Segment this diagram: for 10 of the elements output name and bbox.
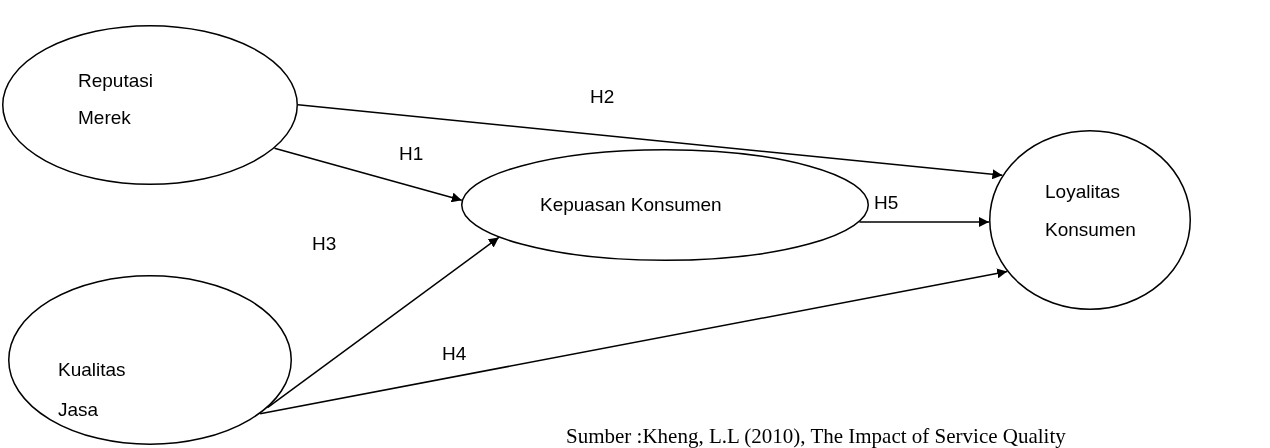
node-label: Loyalitas Konsumen	[1045, 180, 1137, 242]
arrow	[259, 268, 1008, 415]
arrow	[858, 217, 990, 227]
arrow	[297, 104, 1004, 180]
arrow	[266, 236, 500, 409]
arrow	[273, 147, 463, 203]
node-label: Kualitas Jasa	[58, 358, 127, 422]
source-caption: Sumber :Kheng, L.L (2010), The Impact of Service Quality	[566, 424, 1066, 448]
node-label: Kepuasan Konsumen	[540, 193, 723, 217]
node-label: Reputasi Merek	[78, 69, 154, 130]
